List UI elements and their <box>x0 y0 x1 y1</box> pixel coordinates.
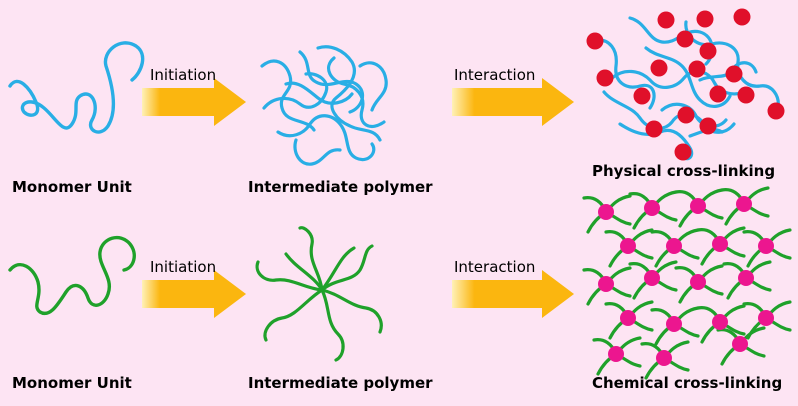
interaction-arrow-2 <box>452 270 574 318</box>
interaction-label-2: Interaction <box>454 258 535 276</box>
monomer-chain-blue <box>8 41 145 134</box>
initiation-arrow-2 <box>142 270 246 318</box>
row-physical: Monomer Unit Initiation Intermediate pol… <box>8 8 785 196</box>
initiation-label-2: Initiation <box>150 258 216 276</box>
interaction-label-1: Interaction <box>454 66 535 84</box>
intermediate-polymer-label-1: Intermediate polymer <box>248 178 433 196</box>
monomer-chain-green <box>8 235 136 316</box>
chemical-crosslinking-label: Chemical cross-linking <box>592 374 782 392</box>
chemical-network <box>582 186 792 380</box>
physical-crosslinking-label: Physical cross-linking <box>592 162 775 180</box>
monomer-unit-label-2: Monomer Unit <box>12 374 132 392</box>
physical-network <box>586 8 785 161</box>
row-chemical: Monomer Unit Initiation Intermediate pol… <box>8 186 792 392</box>
initiation-arrow-1 <box>142 78 246 126</box>
interaction-arrow-1 <box>452 78 574 126</box>
intermediate-polymer-blue <box>260 45 388 166</box>
intermediate-polymer-label-2: Intermediate polymer <box>248 374 433 392</box>
intermediate-polymer-green <box>255 226 383 362</box>
monomer-unit-label-1: Monomer Unit <box>12 178 132 196</box>
initiation-label-1: Initiation <box>150 66 216 84</box>
